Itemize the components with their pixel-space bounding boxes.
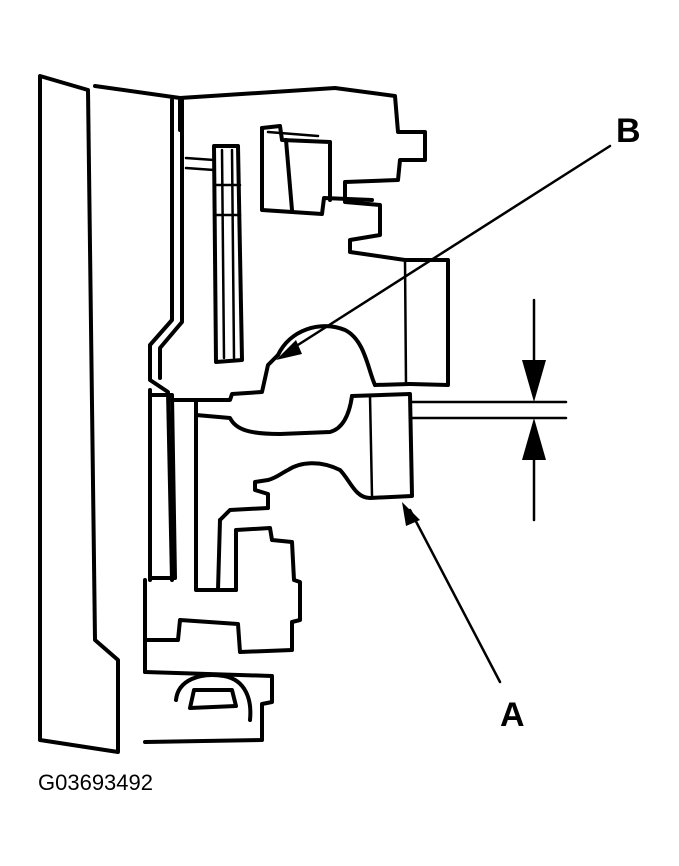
piston — [148, 324, 377, 592]
leader-a — [402, 502, 502, 684]
callout-a-label: A — [500, 696, 525, 734]
retainer — [218, 258, 450, 522]
hub-wall — [148, 98, 184, 582]
clutch-plates — [184, 144, 244, 364]
upper-housing — [178, 86, 427, 262]
shaft — [38, 74, 182, 754]
clearance-indicator — [408, 298, 568, 522]
callout-b-label: B — [616, 112, 641, 150]
figure-code: G03693492 — [38, 770, 153, 795]
lower-housing — [143, 518, 302, 744]
leader-b — [276, 144, 612, 360]
